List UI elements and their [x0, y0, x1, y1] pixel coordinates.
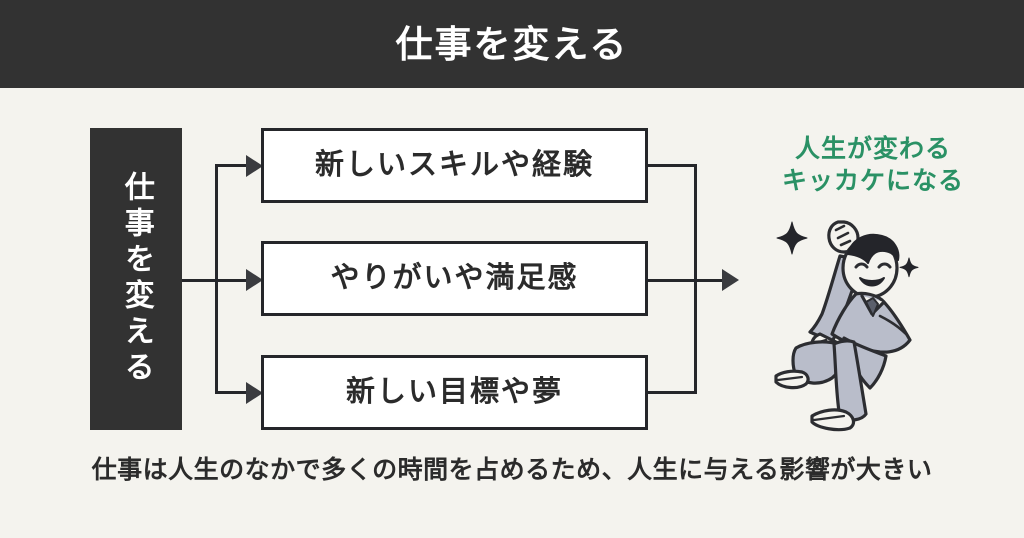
front-shoe: [810, 408, 856, 432]
right-eye: [877, 262, 892, 269]
page-title: 仕事を変える: [395, 23, 629, 65]
arrow-right-icon: [246, 269, 263, 291]
header-bar: 仕事を変える: [0, 0, 1024, 88]
outcome-box: 新しいスキルや経験: [261, 128, 648, 203]
fist-knuckles: [834, 224, 852, 247]
connector-source-stub: [182, 279, 218, 282]
connector-from-outcome-1: [648, 164, 697, 167]
necktie: [865, 297, 879, 317]
outcome-label: 新しい目標や夢: [345, 376, 563, 408]
connector-to-outcome-2: [215, 279, 253, 282]
mouth: [859, 277, 885, 287]
sparkle-large-icon: [776, 221, 808, 255]
result-headline-line-2: キッカケになる: [781, 167, 964, 195]
caption-text: 仕事は人生のなかで多くの時間を占めるため、人生に与える影響が大きい: [91, 456, 933, 484]
connector-to-outcome-3: [215, 391, 253, 394]
connector-to-result: [694, 279, 729, 282]
outcome-box: 新しい目標や夢: [261, 355, 648, 430]
sparkle-small-icon: [899, 257, 919, 278]
front-shoe-line: [812, 414, 846, 422]
outcome-label: 新しいスキルや経験: [314, 149, 594, 181]
arrow-right-icon: [246, 155, 263, 177]
jacket-fold: [878, 314, 908, 336]
result-headline: 人生が変わる キッカケになる: [742, 133, 1004, 197]
result-headline-line-1: 人生が変わる: [794, 135, 951, 163]
front-leg: [832, 339, 868, 422]
arrow-right-icon: [722, 269, 739, 291]
source-block-label: 仕事を変える: [119, 171, 153, 387]
cheering-businessman-illustration: [752, 210, 942, 432]
connector-from-outcome-2: [648, 279, 697, 282]
outcome-label: やりがいや満足感: [330, 262, 579, 294]
outcome-box: やりがいや満足感: [261, 241, 648, 316]
back-shoe-line: [776, 375, 804, 382]
arrow-right-icon: [246, 382, 263, 404]
suit-jacket: [830, 291, 912, 354]
hair: [847, 233, 900, 264]
source-block: 仕事を変える: [90, 128, 182, 430]
connector-from-outcome-3: [648, 391, 697, 394]
left-eye: [854, 262, 869, 269]
connector-to-outcome-1: [215, 164, 253, 167]
back-shoe: [774, 369, 810, 390]
